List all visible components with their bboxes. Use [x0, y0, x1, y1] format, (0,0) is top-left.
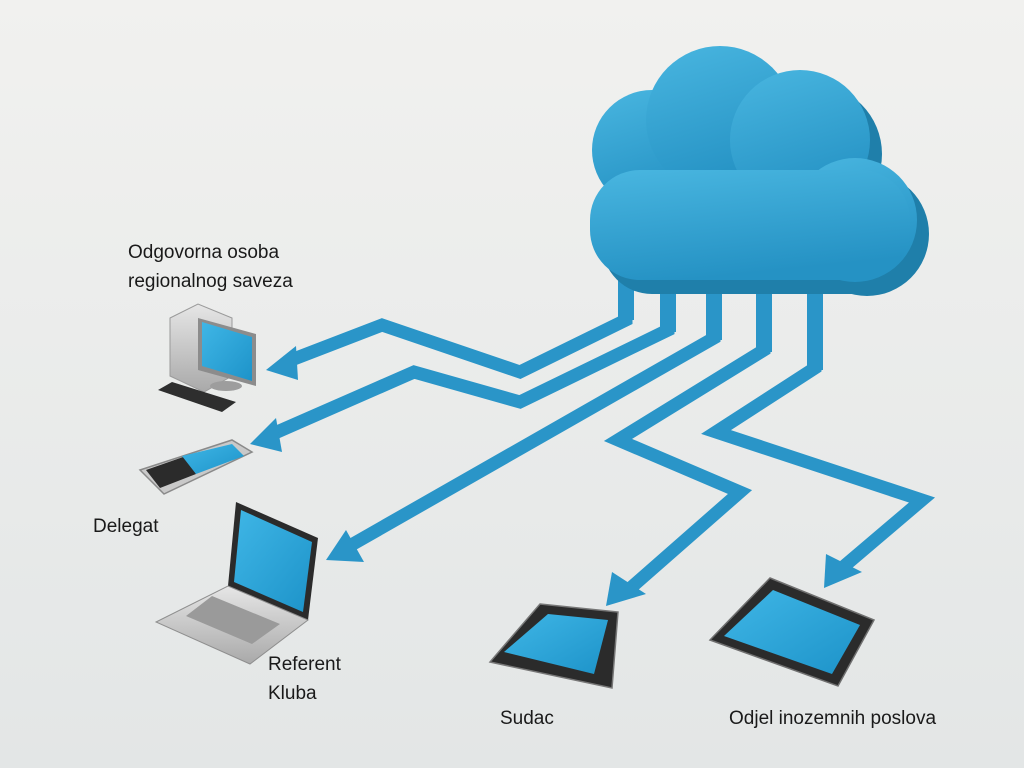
- desktop-computer-icon: [158, 303, 256, 412]
- cloud-body: [590, 46, 917, 282]
- laptop-keyboard: [186, 596, 280, 644]
- smartphone-keyboard-icon: [138, 439, 254, 495]
- label-regional-person: Odgovorna osoba regionalnog saveza: [128, 238, 293, 296]
- label-regional-line1: Odgovorna osoba: [128, 242, 280, 263]
- label-referent-line1: Referent: [268, 654, 341, 675]
- bb-screen: [182, 444, 244, 474]
- label-delegat: Delegat: [93, 516, 159, 537]
- arrowhead-referent: [326, 530, 364, 562]
- tablet-screen: [724, 590, 860, 674]
- smartphone-icon: [488, 603, 619, 689]
- pc-keyboard: [158, 382, 236, 412]
- arrowhead-sudac: [606, 572, 646, 606]
- pc-monitor-stand: [210, 381, 242, 391]
- tablet-icon: [708, 577, 876, 687]
- label-referent-line2: Kluba: [268, 683, 317, 704]
- arrowhead-odjel: [824, 554, 862, 588]
- laptop-screen: [234, 510, 312, 612]
- label-referent: Referent Kluba: [268, 650, 341, 708]
- phone-screen: [504, 614, 608, 674]
- arrowhead-delegat: [250, 418, 282, 452]
- cloud-icon: [590, 46, 929, 370]
- bb-keys: [146, 456, 196, 488]
- pc-monitor-screen: [202, 322, 252, 381]
- label-regional-line2: regionalnog saveza: [128, 271, 293, 292]
- arrow-heads: [250, 346, 862, 606]
- laptop-icon: [154, 502, 318, 665]
- label-odjel: Odjel inozemnih poslova: [729, 708, 937, 729]
- label-sudac: Sudac: [500, 708, 554, 729]
- arrowhead-regional: [266, 346, 298, 380]
